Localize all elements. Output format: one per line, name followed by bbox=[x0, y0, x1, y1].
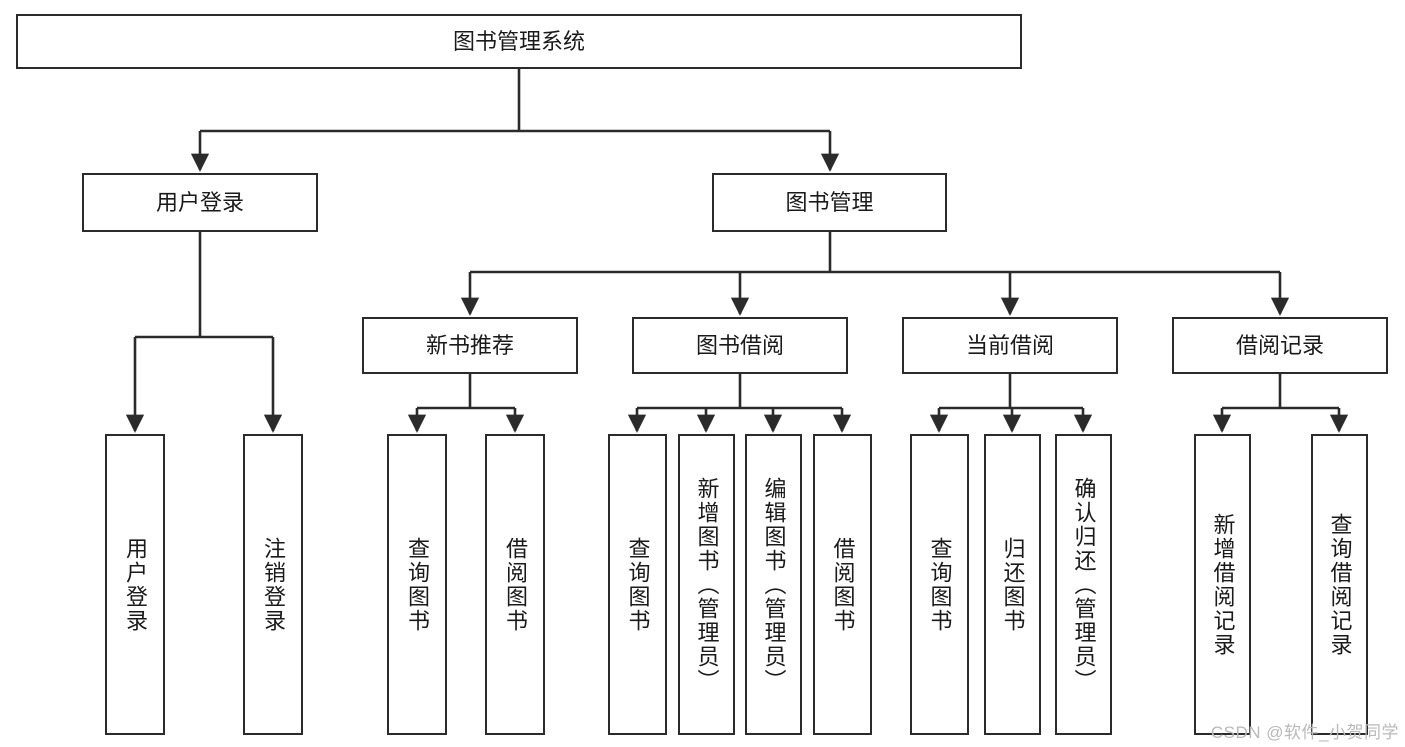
node-root-label: 图书管理系统 bbox=[452, 28, 585, 54]
node-leaf-add-record-label: 新增借阅记录 bbox=[1210, 512, 1236, 657]
node-leaf-query-book-1-label: 查询图书 bbox=[405, 536, 430, 633]
node-leaf-query-book-2-label: 查询图书 bbox=[625, 536, 651, 633]
node-leaf-query-book-3-label: 查询图书 bbox=[927, 536, 953, 633]
node-book-manage-label: 图书管理 bbox=[785, 189, 874, 215]
edges-borrowrecords-to-leaves bbox=[1212, 374, 1349, 433]
node-leaf-user-logout[interactable]: 注销登录 bbox=[243, 434, 303, 735]
node-leaf-confirm-return-label: 确认归还（管理员） bbox=[1071, 476, 1097, 693]
node-leaf-user-logout-label: 注销登录 bbox=[261, 536, 286, 633]
edges-userlogin-to-leaves bbox=[125, 232, 283, 433]
node-leaf-add-book[interactable]: 新增图书（管理员） bbox=[678, 434, 735, 735]
node-leaf-return-book-label: 归还图书 bbox=[1000, 536, 1026, 633]
edges-newbook-to-leaves bbox=[407, 374, 525, 433]
node-leaf-query-book-2[interactable]: 查询图书 bbox=[608, 434, 667, 735]
node-leaf-query-book-3[interactable]: 查询图书 bbox=[910, 434, 969, 735]
node-book-borrow[interactable]: 图书借阅 bbox=[632, 317, 848, 374]
node-new-book-recommend-label: 新书推荐 bbox=[425, 332, 514, 358]
edges-bookborrow-to-leaves bbox=[627, 374, 852, 433]
watermark-text: CSDN @软件_小贺同学 bbox=[1210, 723, 1399, 742]
node-book-manage[interactable]: 图书管理 bbox=[712, 173, 947, 232]
node-leaf-borrow-book-2-label: 借阅图书 bbox=[830, 536, 856, 633]
node-leaf-borrow-book-1-label: 借阅图书 bbox=[503, 536, 528, 633]
edges-currentborrow-to-leaves bbox=[929, 374, 1093, 433]
node-book-borrow-label: 图书借阅 bbox=[695, 332, 784, 358]
node-leaf-query-record-label: 查询借阅记录 bbox=[1327, 512, 1353, 657]
edges-bookmanage-to-level3 bbox=[460, 232, 1290, 316]
node-leaf-confirm-return[interactable]: 确认归还（管理员） bbox=[1055, 434, 1112, 735]
node-borrow-records-label: 借阅记录 bbox=[1235, 332, 1324, 358]
node-leaf-edit-book[interactable]: 编辑图书（管理员） bbox=[745, 434, 802, 735]
edges-root-to-level2 bbox=[190, 69, 840, 172]
node-new-book-recommend[interactable]: 新书推荐 bbox=[362, 317, 578, 374]
node-leaf-return-book[interactable]: 归还图书 bbox=[984, 434, 1041, 735]
node-user-login-label: 用户登录 bbox=[155, 189, 244, 215]
node-leaf-borrow-book-2[interactable]: 借阅图书 bbox=[813, 434, 872, 735]
node-leaf-user-login-label: 用户登录 bbox=[123, 536, 148, 633]
node-current-borrow[interactable]: 当前借阅 bbox=[902, 317, 1118, 374]
node-borrow-records[interactable]: 借阅记录 bbox=[1172, 317, 1388, 374]
node-leaf-user-login[interactable]: 用户登录 bbox=[105, 434, 165, 735]
node-leaf-add-record[interactable]: 新增借阅记录 bbox=[1194, 434, 1251, 735]
node-user-login[interactable]: 用户登录 bbox=[82, 173, 318, 232]
node-current-borrow-label: 当前借阅 bbox=[965, 332, 1054, 358]
node-leaf-edit-book-label: 编辑图书（管理员） bbox=[761, 476, 787, 693]
node-leaf-query-record[interactable]: 查询借阅记录 bbox=[1311, 434, 1368, 735]
node-leaf-borrow-book-1[interactable]: 借阅图书 bbox=[485, 434, 545, 735]
node-leaf-query-book-1[interactable]: 查询图书 bbox=[387, 434, 447, 735]
node-root[interactable]: 图书管理系统 bbox=[16, 14, 1022, 69]
node-leaf-add-book-label: 新增图书（管理员） bbox=[694, 476, 720, 693]
